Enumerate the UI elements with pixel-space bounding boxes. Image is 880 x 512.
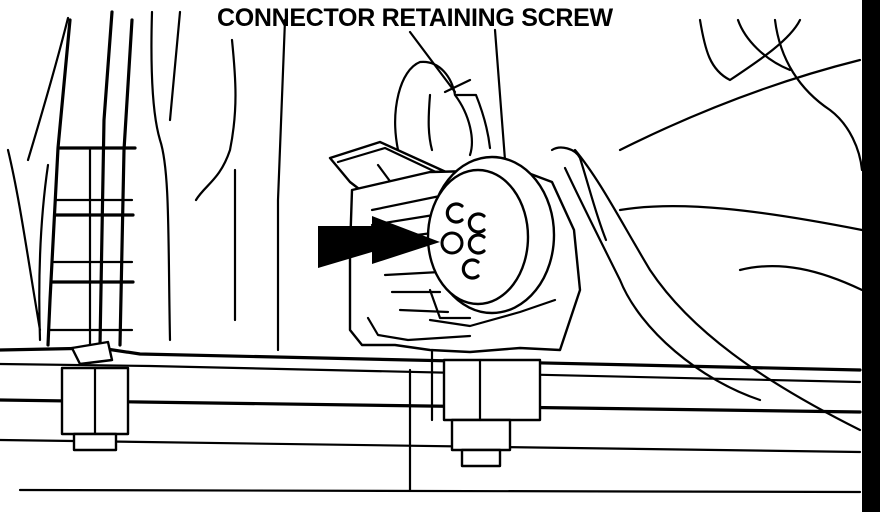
housing-lower-lip	[366, 298, 557, 342]
right-lower-curve	[618, 204, 864, 292]
center-post	[408, 348, 434, 492]
base-clip	[70, 340, 114, 366]
left-grid	[46, 10, 137, 347]
right-bolt	[442, 358, 542, 468]
retaining-screw	[440, 231, 464, 255]
connector-pins	[445, 202, 486, 280]
right-flange	[550, 146, 608, 242]
callout-leader	[408, 28, 507, 162]
left-panel-outline	[150, 10, 237, 342]
base-plate-lower	[0, 438, 862, 494]
connector-bracket	[394, 60, 492, 157]
arrow-right-icon	[318, 216, 440, 268]
left-bolt	[60, 366, 130, 452]
center-column	[276, 18, 287, 352]
callout-label: CONNECTOR RETAINING SCREW	[217, 4, 613, 32]
right-border	[862, 0, 880, 512]
right-top-curve	[618, 18, 864, 172]
connector-face-shadow	[428, 288, 472, 320]
base-plate-line	[0, 362, 862, 384]
base-plate-bottom	[0, 398, 862, 414]
left-housing-outline	[6, 16, 70, 342]
right-cover-outline	[563, 148, 862, 432]
